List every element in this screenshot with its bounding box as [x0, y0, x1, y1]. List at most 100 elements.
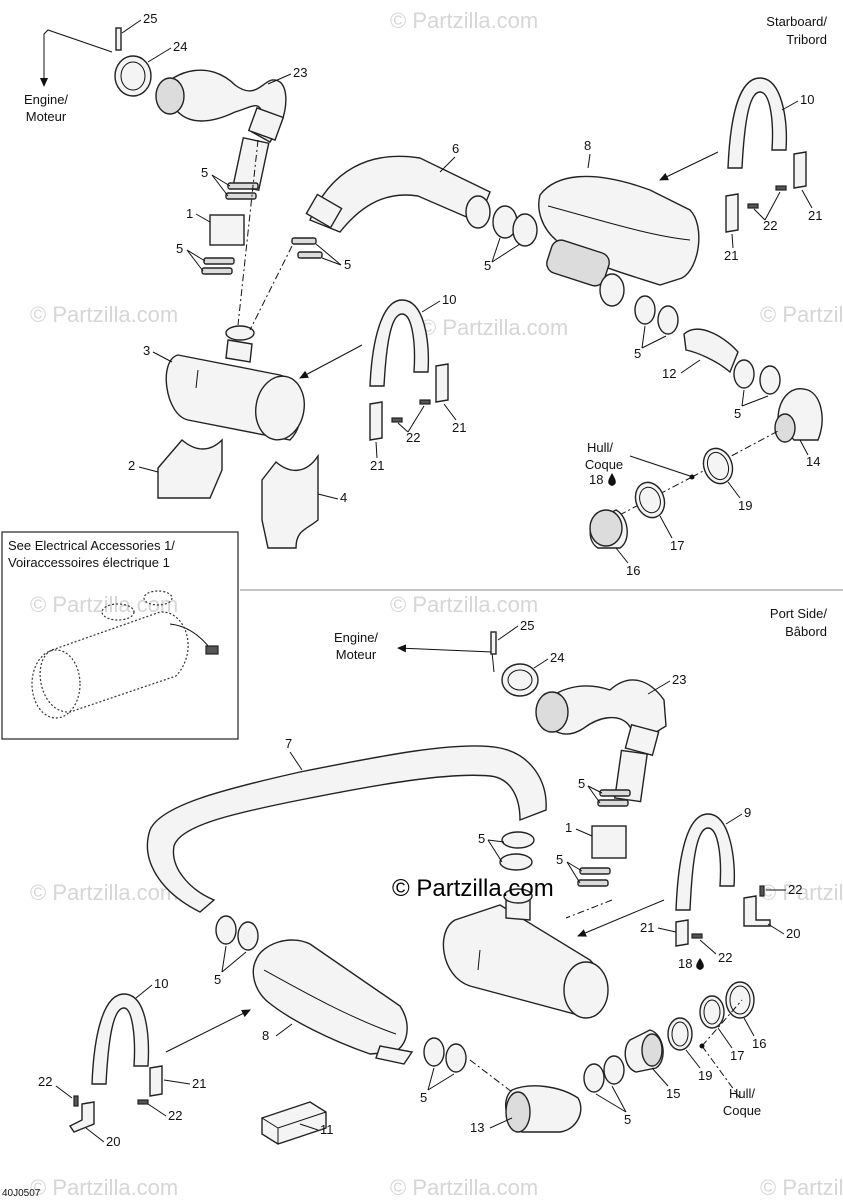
leader-line — [587, 785, 603, 794]
watermark: © Partzilla.com — [390, 8, 538, 33]
foam-block-edges — [261, 1111, 327, 1144]
callout-5: 5 — [556, 852, 563, 867]
callout-4: 4 — [340, 490, 347, 505]
callout-11: 11 — [320, 1122, 334, 1137]
hose-clamp — [227, 182, 259, 190]
callout-22: 22 — [406, 430, 420, 445]
gasket-inner — [639, 486, 661, 514]
assembly-arrow — [577, 899, 665, 937]
bracket-part-20 — [743, 895, 771, 927]
port-heading-fr: Bâbord — [785, 624, 827, 639]
bracket-part-21 — [149, 1065, 163, 1097]
watermark: © Partzilla.com — [760, 1175, 843, 1200]
muffler-end-outline — [31, 649, 81, 719]
leader-line — [699, 939, 717, 955]
sensor-connector — [205, 645, 219, 655]
callout-20: 20 — [786, 926, 800, 941]
inlet-outline — [101, 603, 135, 621]
stud-part-25 — [115, 27, 122, 51]
callout-22: 22 — [763, 218, 777, 233]
callout-5: 5 — [734, 406, 741, 421]
muffler-inlet-top — [225, 325, 255, 341]
callout-5: 5 — [478, 831, 485, 846]
muffler-endcap — [563, 961, 609, 1019]
leader-line — [725, 813, 743, 825]
callout-8: 8 — [262, 1028, 269, 1043]
callout-19: 19 — [738, 498, 752, 513]
hose-end — [305, 193, 343, 229]
elbow-outlet — [624, 723, 660, 757]
hose-end — [505, 1091, 531, 1133]
muffler-mark — [195, 369, 199, 389]
clamp-inner — [120, 61, 146, 91]
leader-line — [641, 325, 646, 349]
callout-24: 24 — [550, 650, 564, 665]
center-line — [469, 1059, 513, 1093]
muffler-inlet — [225, 339, 253, 363]
leader-line — [717, 1027, 733, 1049]
callout-17: 17 — [730, 1048, 744, 1063]
callout-5: 5 — [624, 1112, 631, 1127]
diagram-code: 40J0507 — [2, 1188, 41, 1199]
engine-direction-arrow — [40, 29, 113, 87]
screw-part-22 — [137, 1099, 149, 1105]
bracket-part-21 — [369, 401, 383, 441]
hull-label: Hull/ — [729, 1086, 755, 1101]
callout-1: 1 — [186, 206, 193, 221]
o-ring-inner — [706, 451, 730, 481]
leader-line — [647, 680, 671, 695]
leader-line — [375, 441, 378, 459]
leader-line — [489, 1117, 513, 1129]
leader-line — [587, 785, 601, 804]
starboard-heading-fr: Tribord — [786, 32, 827, 47]
hull-label: Hull/ — [587, 440, 613, 455]
port-heading: Port Side/ — [770, 606, 827, 621]
hose-clamp — [225, 192, 257, 200]
water-box-seam — [547, 205, 691, 241]
stud-part-25 — [490, 631, 497, 655]
callout-5: 5 — [201, 165, 208, 180]
callout-10: 10 — [154, 976, 168, 991]
leader-line — [731, 233, 734, 249]
callout-16: 16 — [752, 1036, 766, 1051]
leader-line — [195, 213, 211, 223]
starboard-heading: Starboard/ — [766, 14, 827, 29]
leader-line — [221, 945, 227, 973]
leader-line — [743, 1017, 755, 1037]
center-line — [701, 999, 743, 1047]
watermark: © Partzilla.com — [30, 880, 178, 905]
callout-5: 5 — [176, 241, 183, 256]
callout-25: 25 — [143, 11, 157, 26]
hose-clamp — [657, 305, 679, 335]
watermark: © Partzilla.com — [30, 592, 178, 617]
hull-leader — [629, 455, 691, 477]
leader-line — [407, 405, 425, 433]
hose-part-6 — [309, 155, 491, 233]
callout-21: 21 — [808, 208, 822, 223]
leader-line — [566, 861, 581, 884]
callout-12: 12 — [662, 366, 676, 381]
reference-box — [1, 531, 239, 740]
leader-line — [680, 359, 701, 374]
leader-line — [439, 156, 456, 173]
callout-5: 5 — [578, 776, 585, 791]
water-box-outlet-end — [599, 273, 625, 307]
starboard-section: Starboard/ Tribord Engine/ Moteur 25 24 … — [24, 11, 827, 578]
bracket-part-21 — [725, 193, 739, 233]
hose-clamp — [501, 831, 535, 849]
water-box-outlet — [546, 239, 610, 287]
leader-line — [443, 403, 457, 421]
leader-line — [753, 208, 766, 221]
callout-5: 5 — [344, 257, 351, 272]
elbow-flange — [155, 77, 185, 115]
leader-line — [211, 174, 231, 187]
callout-10: 10 — [800, 92, 814, 107]
leader-line — [317, 493, 339, 500]
screw-part-22 — [419, 399, 431, 405]
muffler-support-part-2 — [157, 438, 223, 499]
watermark-layer: © Partzilla.com © Partzilla.com © Partzi… — [30, 8, 843, 1200]
hose-clamp — [599, 789, 631, 797]
leader-line — [55, 1085, 73, 1099]
water-box-part-8 — [252, 939, 408, 1055]
hose-part-1 — [591, 825, 627, 859]
